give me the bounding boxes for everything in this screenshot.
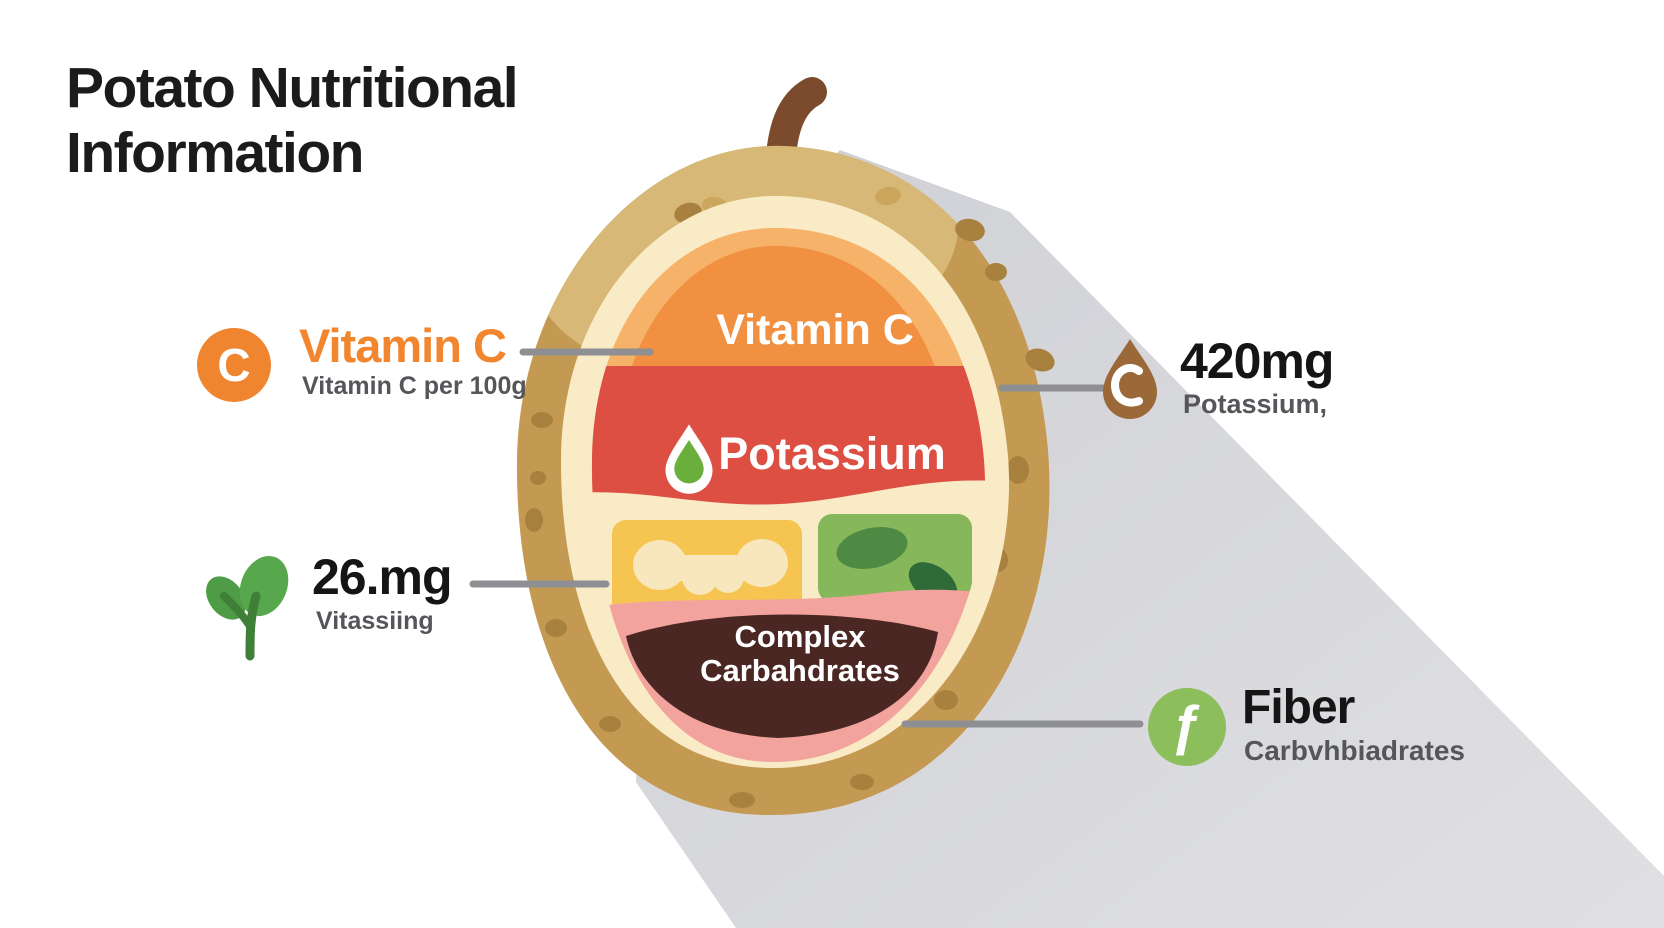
- potassium-droplet-icon: [665, 424, 713, 494]
- leaf-icon: [198, 550, 298, 662]
- potassium-subheading: Potassium,: [1183, 389, 1328, 419]
- potato-section-label-vitamin-c: Vitamin C: [716, 306, 914, 354]
- c-badge-letter: C: [217, 339, 251, 391]
- c-badge-icon: C: [197, 328, 271, 402]
- fiber-f-glyph: ƒ: [1171, 692, 1203, 756]
- bean-shape: [836, 527, 908, 569]
- skin-spots: [525, 202, 1055, 808]
- potato-section-label-potassium: Potassium: [718, 428, 946, 479]
- droplet-icon: [1098, 334, 1162, 426]
- fiber-heading: Fiber: [1242, 681, 1355, 734]
- section-complex-carbs: [626, 614, 938, 738]
- page-title: Potato Nutritional Information: [66, 56, 519, 185]
- vitamin-amount-heading: 26.mg: [312, 549, 453, 605]
- potassium-heading: 420mg: [1180, 333, 1334, 389]
- vitamin-c-subheading: Vitamin C per 100g: [302, 372, 527, 400]
- fiber-f-icon: ƒ: [1148, 688, 1226, 766]
- potato-section-label-complex-carbs: Complex Carbahdrates: [700, 619, 900, 689]
- vitamin-c-heading: Vitamin C: [299, 319, 507, 372]
- starch-blobs: [633, 539, 788, 595]
- fiber-subheading: Carbvhbiadrates: [1244, 735, 1465, 766]
- vitamin-amount-subheading: Vitassiing: [316, 607, 434, 635]
